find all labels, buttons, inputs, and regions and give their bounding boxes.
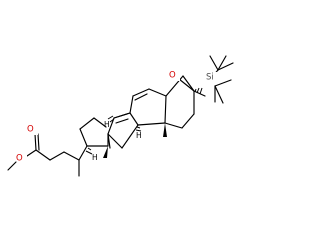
h-c9-label: H [136, 131, 142, 140]
h-c17-label: H [92, 153, 98, 162]
silyl-ether [173, 55, 234, 104]
molecule-canvas: O Si O O H H H [7, 55, 234, 177]
ring-d [79, 117, 109, 147]
methoxy-group [7, 161, 17, 171]
ring-a [164, 75, 195, 129]
silyl-oxygen-label: O [169, 71, 176, 81]
ester-oxygen-label: O [16, 154, 23, 164]
silicon-label: Si [206, 73, 214, 83]
stereo-bonds [85, 87, 203, 158]
atom-labels: O Si O O H H H [15, 70, 221, 164]
structure-diagram: O Si O O H H H [7, 55, 234, 177]
carbonyl-oxygen-label: O [27, 125, 34, 135]
side-chain [23, 133, 88, 177]
h-c14-label: H [104, 120, 110, 129]
double-bond-c8-c14 [113, 112, 131, 124]
ring-b [129, 88, 167, 126]
